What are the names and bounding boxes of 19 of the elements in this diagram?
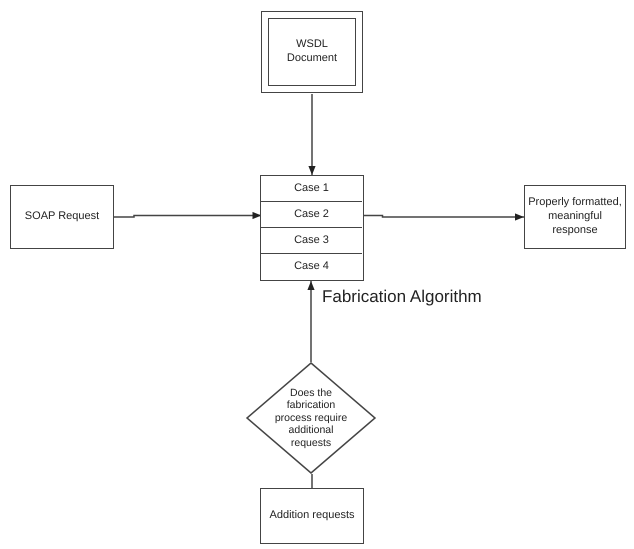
node-text: Case 4 <box>294 260 329 274</box>
algorithm-caption: Fabrication Algorithm <box>322 287 482 307</box>
arrow <box>114 212 262 220</box>
node-text: Case 1 <box>294 182 329 196</box>
document-box <box>268 18 356 86</box>
process-box <box>524 185 626 249</box>
node-text: WSDL Document <box>286 38 338 66</box>
process-box <box>260 488 364 544</box>
arrow <box>307 281 315 362</box>
case-stack <box>260 175 364 281</box>
node-text: SOAP Request <box>24 210 100 224</box>
node-text: Case 3 <box>294 234 329 248</box>
node-text: Case 2 <box>294 208 329 222</box>
decision-diamond <box>246 362 376 474</box>
arrow <box>362 213 524 221</box>
process-box <box>10 185 114 249</box>
decision-text: Does the fabrication process require additional requests <box>274 386 348 450</box>
node-text: Addition requests <box>270 509 354 523</box>
node-text: Properly formatted, meaningful response <box>527 196 623 238</box>
